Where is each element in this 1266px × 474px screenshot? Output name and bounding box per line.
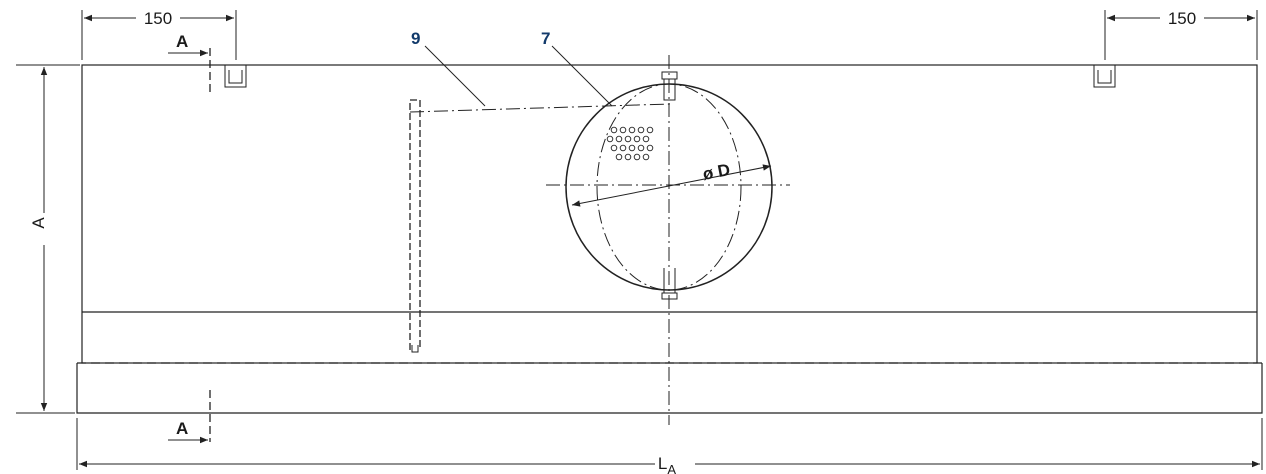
perforation-hole [615,135,623,143]
dim-left-150: 150 [81,9,237,60]
perforation-hole [642,153,650,161]
perforation-hole [610,126,618,134]
dim-right-150: 150 [1104,9,1258,60]
section-marker-top: A [168,32,211,92]
section-marker-bottom: A [168,390,211,444]
section-label-top: A [176,32,188,51]
perforation-hole [633,153,641,161]
perforation-hole [637,126,645,134]
clip-left [224,65,247,88]
dim-left-label: 150 [144,9,172,28]
dim-height-a: A [16,64,80,414]
perforation-hole [619,144,627,152]
perforation-hole [615,153,623,161]
callout-7: 7 [541,29,613,107]
perforation-hole [628,144,636,152]
dim-height-label: A [29,217,48,229]
perforation-hole [637,144,645,152]
collar-clamp-top [661,71,678,101]
diameter-dimension: ø D [571,160,772,207]
perforation-hole [610,144,618,152]
perforation-hole [633,135,641,143]
perforation-hole [642,135,650,143]
internal-pipe [409,99,671,353]
collar-clamp-bottom [661,268,678,300]
perforation-hole [606,135,614,143]
callout-9-label: 9 [411,29,420,48]
section-label-bottom: A [176,419,188,438]
perforation-hole [624,135,632,143]
perforation-hole [619,126,627,134]
callout-9: 9 [411,29,486,107]
perforation-hole [646,144,654,152]
perforation-hole [628,126,636,134]
callout-7-label: 7 [541,29,550,48]
clip-right [1093,65,1116,88]
perforation-holes [606,126,654,161]
diameter-label: ø D [701,160,732,184]
perforation-hole [624,153,632,161]
dim-right-label: 150 [1168,9,1196,28]
dim-length-label: LA [658,454,676,474]
dim-length-la: LA [76,418,1263,474]
duct-collar [546,55,790,425]
perforation-hole [646,126,654,134]
